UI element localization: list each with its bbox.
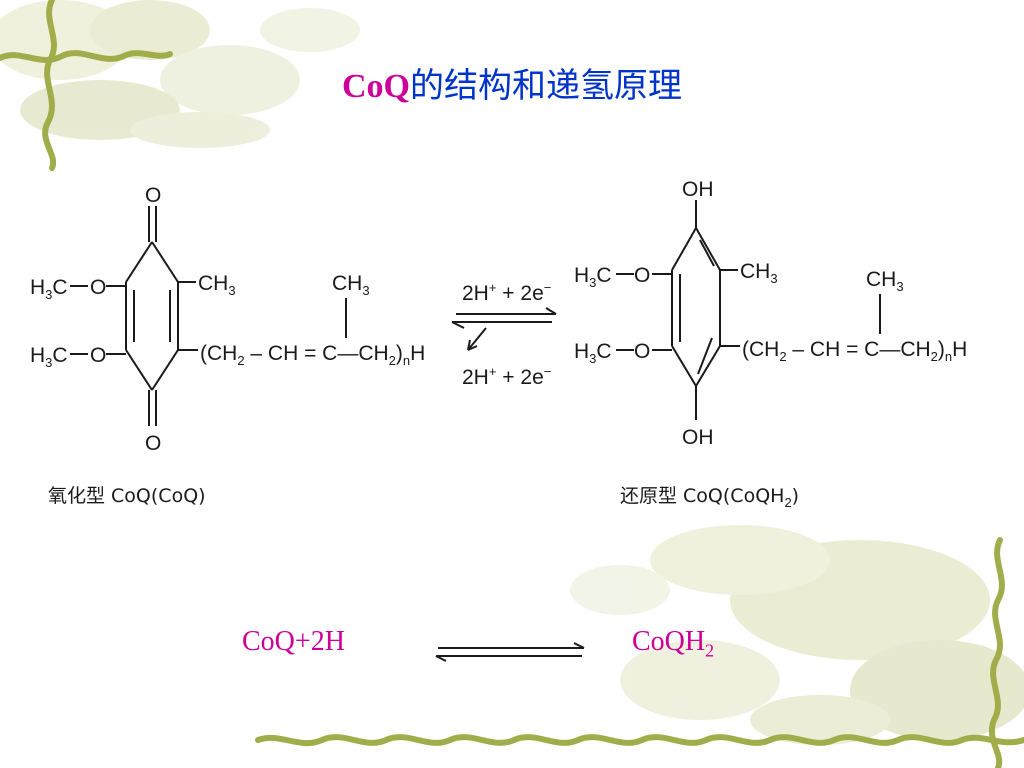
- ox-branch-methyl: CH3: [332, 272, 370, 298]
- ox-methyl: CH3: [198, 272, 236, 298]
- summary-equation: CoQ+2H CoQH2: [0, 600, 1024, 680]
- reduced-labels: OH OH H3C O H3C O CH3 CH3 (CH2 – CH = C—…: [574, 178, 967, 510]
- equation-left: CoQ+2H: [242, 626, 345, 657]
- title-prefix: CoQ: [342, 68, 410, 105]
- red-caption: 还原型 CoQ(CoQH2): [620, 485, 799, 510]
- equilibrium-arrow: [435, 642, 585, 662]
- red-methoxy-1: H3C: [574, 264, 612, 290]
- ox-methoxy-1-oxygen: O: [90, 276, 106, 299]
- red-branch-methyl: CH3: [866, 268, 904, 294]
- oxidized-labels: O O H3C O H3C O CH3 CH3 (CH2 – CH = C—CH…: [30, 184, 425, 507]
- ox-top-oxygen: O: [145, 184, 161, 207]
- red-methyl: CH3: [740, 260, 778, 286]
- title-text: 的结构和递氢原理: [410, 68, 682, 105]
- vine-top-left: [0, 0, 173, 171]
- reduced-structure: [616, 200, 881, 420]
- ox-methoxy-2: H3C: [30, 344, 68, 370]
- leaf-cluster-bottom-right: [570, 525, 1024, 745]
- vine-bottom-right: [255, 537, 1024, 768]
- ox-side-chain: (CH2 – CH = C—CH2)nH: [200, 342, 425, 368]
- upper-condition: 2H+ + 2e−: [462, 280, 551, 305]
- ox-methoxy-1: H3C: [30, 276, 68, 302]
- lower-condition: 2H+ + 2e−: [462, 364, 551, 389]
- ox-methoxy-2-oxygen: O: [90, 344, 106, 367]
- red-methoxy-1-oxygen: O: [634, 264, 650, 287]
- ox-caption: 氧化型 CoQ(CoQ): [48, 485, 206, 507]
- page-title: CoQ的结构和递氢原理: [0, 58, 1024, 107]
- red-methoxy-2-oxygen: O: [634, 340, 650, 363]
- coq-redox-diagram: O O H3C O H3C O CH3 CH3 (CH2 – CH = C—CH…: [30, 178, 967, 510]
- red-side-chain: (CH2 – CH = C—CH2)nH: [742, 338, 967, 364]
- equation-right: CoQH2: [632, 626, 715, 661]
- red-top-hydroxyl: OH: [682, 178, 714, 201]
- redox-arrows: 2H+ + 2e− 2H+ + 2e−: [451, 280, 557, 389]
- oxidized-structure: [70, 206, 347, 426]
- ox-bottom-oxygen: O: [145, 432, 161, 455]
- red-bottom-hydroxyl: OH: [682, 426, 714, 449]
- red-methoxy-2: H3C: [574, 340, 612, 366]
